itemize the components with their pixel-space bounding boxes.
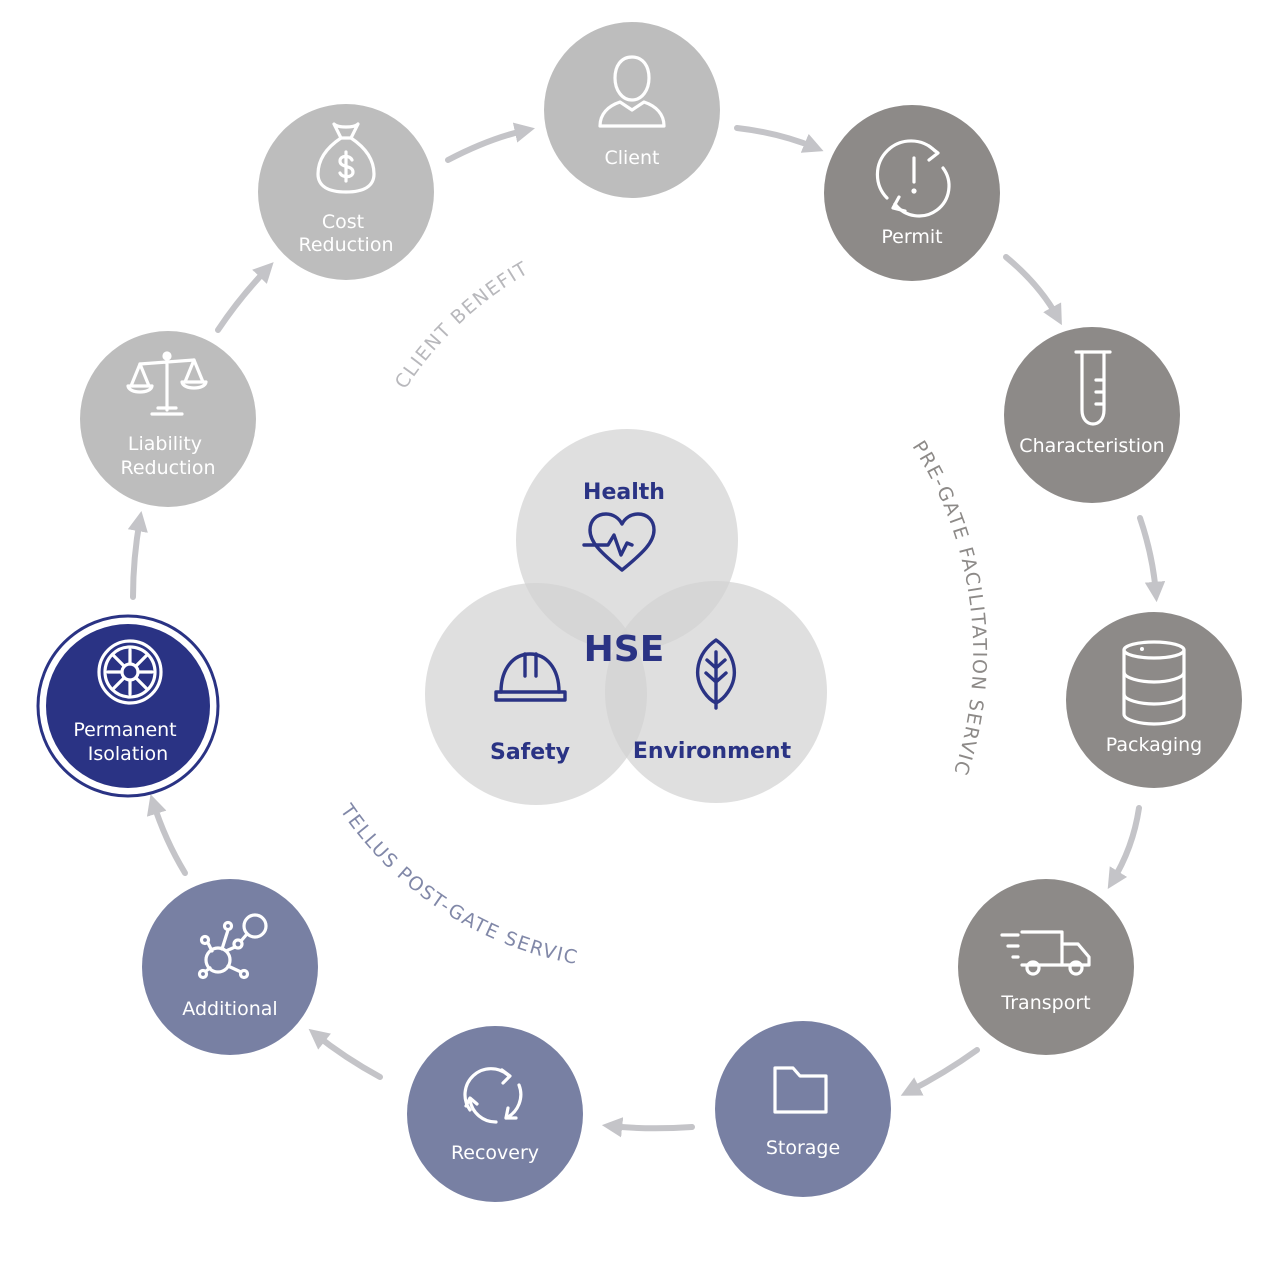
node-transport-label: Transport [1000, 992, 1090, 1014]
test-tube-icon [1074, 350, 1112, 426]
node-additional-label: Additional [182, 998, 277, 1020]
arrow-characterisation-to-packaging [1137, 515, 1166, 603]
folder-icon [773, 1066, 828, 1114]
barrel-icon [1122, 640, 1186, 726]
venn-safety-circle [425, 583, 647, 805]
node-storage[interactable]: Storage [715, 1021, 891, 1197]
node-storage-label: Storage [766, 1137, 840, 1159]
node-client[interactable]: Client [544, 22, 720, 198]
wheel-icon [97, 639, 163, 705]
arrow-permit-to-characterisation [1003, 254, 1062, 326]
node-liability-reduction-label: Liability Reduction [121, 433, 216, 479]
node-permanent-isolation-label: Permanent Isolation [73, 719, 182, 765]
arrow-cost-to-client [445, 122, 535, 163]
molecule-icon [197, 913, 268, 980]
leaf-icon [696, 638, 736, 710]
recycle-icon [463, 1067, 523, 1124]
node-packaging[interactable]: Packaging [1066, 612, 1242, 788]
node-cost-reduction-label: Cost Reduction [299, 211, 394, 256]
node-additional[interactable]: Additional [142, 879, 318, 1055]
arrow-permanent-to-liability [127, 510, 148, 600]
arrow-packaging-to-transport [1107, 805, 1142, 889]
node-permit[interactable]: Permit [824, 105, 1000, 281]
hse-venn: Health Safety Environment HSE [425, 429, 827, 805]
scales-icon [126, 351, 208, 416]
node-cost-reduction[interactable]: Cost Reduction [258, 104, 434, 280]
flow-arrows [127, 122, 1166, 1138]
person-icon [598, 55, 666, 128]
node-transport[interactable]: Transport [958, 879, 1134, 1055]
truck-icon [1000, 930, 1091, 976]
arrow-recovery-to-additional [308, 1028, 383, 1080]
node-permit-label: Permit [881, 226, 942, 248]
venn-center-label: HSE [584, 629, 665, 670]
venn-safety-label: Safety [490, 740, 570, 765]
node-recovery[interactable]: Recovery [407, 1026, 583, 1202]
node-packaging-label: Packaging [1106, 734, 1202, 756]
cycle-nodes: Client Permit Characteristion [36, 22, 1242, 1202]
node-permanent-isolation[interactable]: Permanent Isolation [36, 614, 220, 798]
node-characterisation[interactable]: Characteristion [1004, 327, 1180, 503]
node-characterisation-label: Characteristion [1019, 435, 1164, 457]
permit-sync-icon [875, 139, 951, 218]
node-liability-reduction[interactable]: Liability Reduction [80, 331, 256, 507]
money-bag-icon [316, 122, 376, 194]
hard-hat-icon [494, 652, 567, 702]
arrow-storage-to-recovery [601, 1117, 695, 1138]
arrow-client-to-permit [734, 125, 824, 153]
venn-environment-label: Environment [633, 739, 792, 764]
venn-health-label: Health [583, 480, 665, 505]
arrow-additional-to-permanent [146, 794, 188, 876]
arrow-transport-to-storage [900, 1047, 980, 1096]
heart-pulse-icon [582, 512, 656, 572]
node-recovery-label: Recovery [451, 1142, 539, 1164]
node-client-label: Client [604, 147, 659, 169]
arrow-liability-to-cost [215, 262, 274, 333]
